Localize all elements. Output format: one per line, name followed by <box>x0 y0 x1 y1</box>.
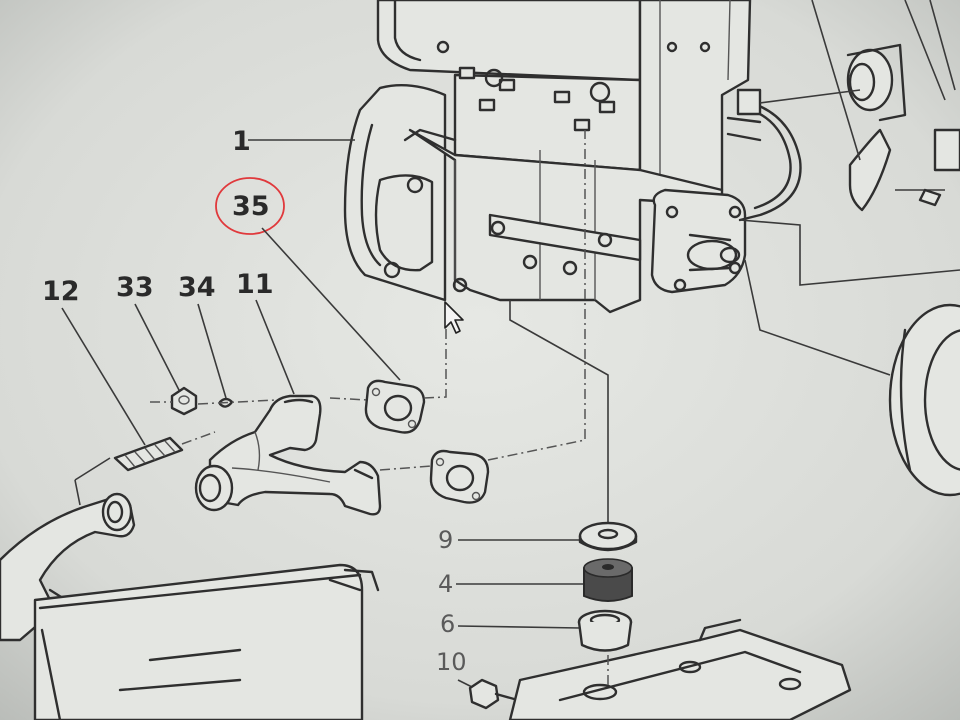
label-cup: 6 <box>440 610 455 638</box>
callout-engine: 1 <box>232 126 355 157</box>
callout-cup: 6 <box>440 610 581 638</box>
label-nut: 33 <box>116 272 154 303</box>
label-manifold: 11 <box>236 269 274 300</box>
exhaust-pipe <box>0 492 202 642</box>
head-studs <box>436 40 711 132</box>
mouse-pointer-icon <box>444 301 464 334</box>
pulley-wheel <box>888 303 960 497</box>
nut-part <box>150 386 198 416</box>
callout-gasket-marked: 35 <box>215 177 401 381</box>
callout-rubber-mount: 4 <box>438 570 584 598</box>
label-washer: 34 <box>178 272 216 303</box>
exhaust-gasket-upper <box>329 300 447 434</box>
label-bolt: 10 <box>436 648 467 676</box>
red-highlight-circle <box>215 177 285 235</box>
label-engine: 1 <box>232 126 251 157</box>
flat-washer-part <box>578 521 638 552</box>
callout-bolt: 10 <box>436 648 479 691</box>
label-spring: 12 <box>42 276 80 307</box>
label-flat-washer: 9 <box>438 526 453 554</box>
engine-block <box>343 0 802 314</box>
exhaust-gasket-lower <box>379 130 586 504</box>
callout-nut: 33 <box>116 272 181 393</box>
rubber-mount-part <box>583 558 633 602</box>
ignition-coil-parts <box>759 0 960 212</box>
callout-manifold: 11 <box>236 269 295 395</box>
lock-washer-part <box>197 397 277 408</box>
base-bracket <box>508 618 852 720</box>
exhaust-spring <box>113 431 216 472</box>
muffler <box>33 563 380 720</box>
cup-part <box>577 609 633 652</box>
callout-spring: 12 <box>42 276 146 446</box>
label-rubber-mount: 4 <box>438 570 453 598</box>
label-gasket-marked: 35 <box>232 191 270 222</box>
callout-washer: 34 <box>178 272 227 399</box>
right-leader-lines <box>739 219 960 376</box>
exhaust-manifold <box>194 394 382 516</box>
bolt-part <box>468 678 527 710</box>
callout-flat-washer: 9 <box>438 526 580 554</box>
mount-center-line <box>509 300 609 522</box>
